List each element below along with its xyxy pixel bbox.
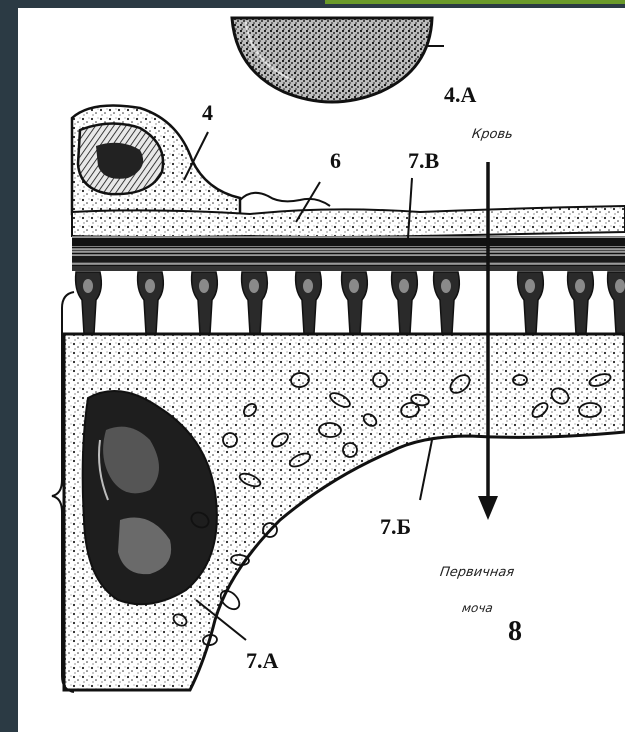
- label-8: 8: [508, 618, 522, 646]
- pedicel: [392, 272, 418, 334]
- endothelial-cell: [72, 106, 240, 214]
- label-7a: 7.А: [246, 650, 278, 672]
- podocyte-pedicels: [76, 272, 625, 334]
- label-7b: 7.Б: [380, 516, 411, 538]
- annotation-blood: Кровь: [471, 128, 514, 141]
- pedicel: [296, 272, 322, 334]
- pedicel: [608, 272, 625, 334]
- pedicel: [568, 272, 594, 334]
- label-4: 4: [202, 102, 213, 124]
- annotation-primary-urine-2: моча: [461, 602, 494, 614]
- label-7v: 7.В: [408, 150, 439, 172]
- pedicel: [192, 272, 218, 334]
- annotation-primary-urine-1: Первичная: [439, 566, 515, 579]
- pedicel: [434, 272, 460, 334]
- pedicel: [518, 272, 544, 334]
- label-6: 6: [330, 150, 341, 172]
- pedicel: [342, 272, 368, 334]
- pedicel: [242, 272, 268, 334]
- basement-membrane: [72, 236, 625, 271]
- pedicel: [138, 272, 164, 334]
- red-blood-cell: [232, 18, 432, 102]
- pedicel: [76, 272, 102, 334]
- label-4a: 4.A: [444, 84, 476, 106]
- podocyte-body: [64, 334, 625, 690]
